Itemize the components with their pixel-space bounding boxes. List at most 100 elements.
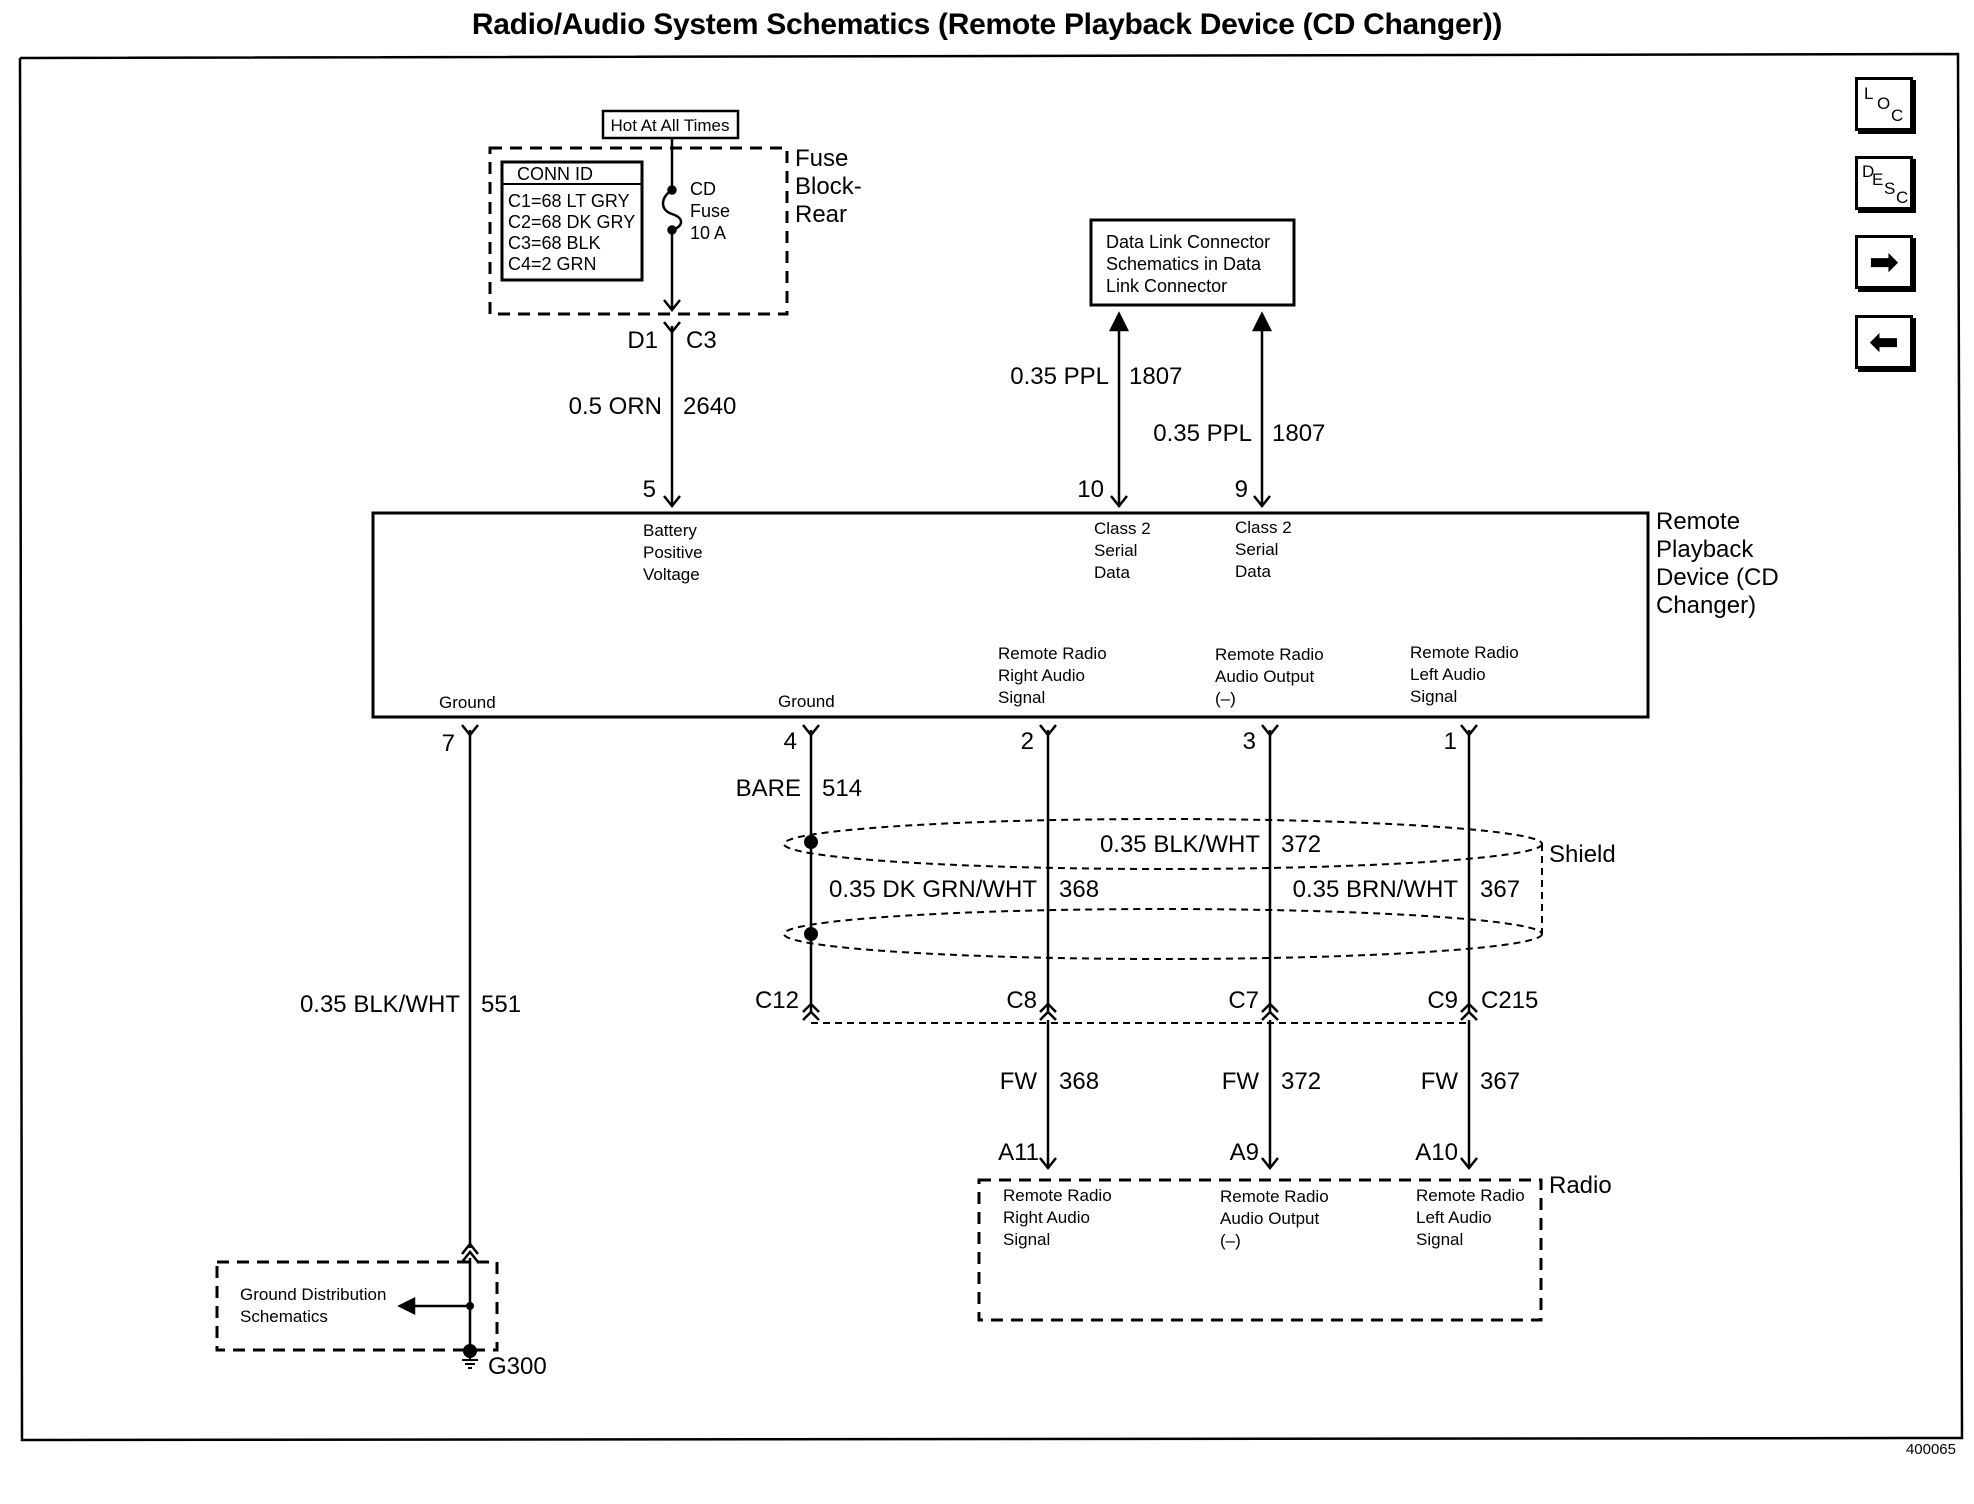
rpd-class2a-3: Data xyxy=(1094,563,1130,582)
fw-368-color: FW xyxy=(1000,1068,1038,1095)
wire-367-color: 0.35 BRN/WHT xyxy=(1293,876,1459,903)
c215-c7: C7 xyxy=(1228,987,1259,1014)
fuse-label-1: CD xyxy=(690,179,716,199)
rpd-left-audio-1: Remote Radio xyxy=(1410,643,1519,662)
rpd-audio-output-2: Audio Output xyxy=(1215,667,1315,686)
desc-letter-c: C xyxy=(1896,188,1909,207)
c215-c8: C8 xyxy=(1006,987,1037,1014)
wire-514 xyxy=(802,724,820,1021)
fuse-block-rear xyxy=(488,146,789,316)
radio-pin-a10: A10 xyxy=(1415,1139,1458,1166)
dlc-line-3: Link Connector xyxy=(1106,276,1227,296)
fw-wire-368 xyxy=(1039,1020,1057,1171)
radio-left-audio-3: Signal xyxy=(1416,1230,1463,1249)
radio-audio-output-1: Remote Radio xyxy=(1220,1187,1329,1206)
figure-id: 400065 xyxy=(1905,1441,1956,1458)
radio-left-audio-1: Remote Radio xyxy=(1416,1186,1525,1205)
ground-g300: G300 xyxy=(488,1353,547,1380)
radio-pin-a9: A9 xyxy=(1230,1139,1259,1166)
rpd-ground-1: Ground xyxy=(439,693,496,712)
ground-dist-arrow xyxy=(397,1296,470,1316)
rpd-pin-3: 3 xyxy=(1243,728,1256,755)
ground-dist-junction xyxy=(466,1302,474,1310)
rpd-pin-4: 4 xyxy=(784,728,797,755)
wire-372 xyxy=(1261,724,1279,1021)
wire-514-color: BARE xyxy=(736,775,801,802)
rpd-class2b-1: Class 2 xyxy=(1235,518,1292,537)
fw-368-circuit: 368 xyxy=(1059,1068,1099,1095)
rpd-name-3: Device (CD xyxy=(1656,564,1779,591)
c215-c9: C9 xyxy=(1427,987,1458,1014)
fuse-block-name-1: Fuse xyxy=(795,145,848,172)
rpd-battery-3: Voltage xyxy=(643,565,700,584)
rpd-battery-2: Positive xyxy=(643,543,703,562)
wire-367 xyxy=(1460,724,1478,1021)
rpd-name-2: Playback xyxy=(1656,536,1754,563)
rpd-audio-output-1: Remote Radio xyxy=(1215,645,1324,664)
fw-367-circuit: 367 xyxy=(1480,1068,1520,1095)
loc-button[interactable]: L O C xyxy=(1855,77,1913,131)
ground-icon xyxy=(462,1351,478,1369)
wire-1807-a xyxy=(1108,311,1130,509)
rpd-name-4: Changer) xyxy=(1656,592,1756,619)
rpd-pin-1: 1 xyxy=(1444,728,1457,755)
wire-1807b-circuit: 1807 xyxy=(1272,420,1325,447)
conn-id-c2: C2=68 DK GRY xyxy=(508,212,635,232)
radio-left-audio-2: Left Audio xyxy=(1416,1208,1492,1227)
fw-wire-367 xyxy=(1460,1020,1478,1171)
wire-368-circuit: 368 xyxy=(1059,876,1099,903)
fuse-pin-d1: D1 xyxy=(627,327,658,354)
outer-frame xyxy=(18,52,1964,1442)
fw-wire-372 xyxy=(1261,1020,1279,1171)
rpd-class2a-2: Serial xyxy=(1094,541,1137,560)
ground-dist-1: Ground Distribution xyxy=(240,1285,386,1304)
wire-2640-circuit: 2640 xyxy=(683,393,736,420)
radio-right-audio-1: Remote Radio xyxy=(1003,1186,1112,1205)
shield-bottom-ellipse xyxy=(783,908,1543,960)
rpd-right-audio-3: Signal xyxy=(998,688,1045,707)
radio-audio-output-2: Audio Output xyxy=(1220,1209,1320,1228)
arrow-left-icon: ⬅ xyxy=(1868,321,1900,362)
fw-372-circuit: 372 xyxy=(1281,1068,1321,1095)
wire-372-color: 0.35 BLK/WHT xyxy=(1100,831,1260,858)
shield-splice-bottom xyxy=(804,927,818,941)
radio-box xyxy=(977,1178,1543,1322)
radio-pin-a11: A11 xyxy=(998,1139,1039,1166)
rpd-class2b-3: Data xyxy=(1235,562,1271,581)
ground-distribution-box xyxy=(215,1260,499,1352)
rpd-pin-9: 9 xyxy=(1235,476,1248,503)
fuse-label-2: Fuse xyxy=(690,201,730,221)
wire-1807-b xyxy=(1251,311,1273,509)
shield-label: Shield xyxy=(1549,841,1616,868)
desc-button[interactable]: D E S C xyxy=(1855,156,1913,210)
fw-372-color: FW xyxy=(1222,1068,1260,1095)
forward-button[interactable]: ➡ xyxy=(1855,235,1913,289)
fuse-connector-c3: C3 xyxy=(686,327,717,354)
conn-id-c4: C4=2 GRN xyxy=(508,254,597,274)
fuse-block-name-2: Block- xyxy=(795,173,862,200)
desc-letter-d: D xyxy=(1862,162,1875,181)
wire-372-circuit: 372 xyxy=(1281,831,1321,858)
ground-dist-2: Schematics xyxy=(240,1307,328,1326)
rpd-pin-7: 7 xyxy=(442,730,455,757)
conn-id-title: CONN ID xyxy=(517,164,593,184)
wire-368-color: 0.35 DK GRN/WHT xyxy=(829,876,1037,903)
wire-1807a-color: 0.35 PPL xyxy=(1010,363,1109,390)
loc-letter-c: C xyxy=(1891,106,1904,125)
radio-name: Radio xyxy=(1549,1172,1612,1199)
rpd-left-audio-2: Left Audio xyxy=(1410,665,1486,684)
rpd-pin-5: 5 xyxy=(643,476,656,503)
dlc-line-2: Schematics in Data xyxy=(1106,254,1262,274)
wire-2640 xyxy=(663,321,681,509)
wire-368 xyxy=(1039,724,1057,1021)
rpd-right-audio-2: Right Audio xyxy=(998,666,1085,685)
c215-name: C215 xyxy=(1481,987,1538,1014)
wire-514-circuit: 514 xyxy=(822,775,862,802)
fuse-block-name-3: Rear xyxy=(795,201,847,228)
hot-at-all-times-box xyxy=(601,109,740,140)
data-link-connector-box xyxy=(1089,218,1296,307)
rpd-ground-2: Ground xyxy=(778,692,835,711)
rpd-class2b-2: Serial xyxy=(1235,540,1278,559)
back-button[interactable]: ⬅ xyxy=(1855,315,1913,369)
